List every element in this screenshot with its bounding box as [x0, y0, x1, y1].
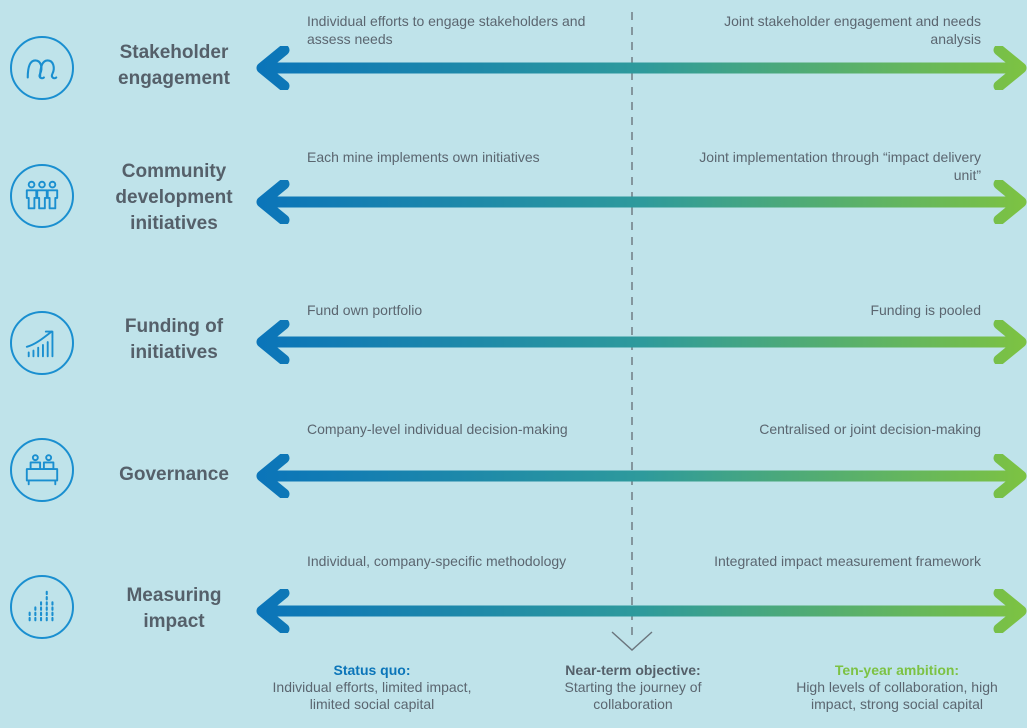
status-quo-description: Individual efforts to engage stakeholder…: [307, 13, 586, 47]
status-quo-description: Fund own portfolio: [307, 302, 423, 318]
community-icon: [10, 164, 74, 228]
row-title: Funding of initiatives: [124, 316, 224, 363]
ten-year-text: High levels of collaboration, high impac…: [796, 679, 998, 712]
near-term-label: Near-term objective: Starting the journe…: [538, 662, 728, 713]
row-title: Governance: [119, 464, 229, 485]
growth-chart-icon: [10, 311, 74, 375]
double-arrow: [256, 46, 1027, 90]
status-quo-text: Individual efforts, limited impact, limi…: [272, 679, 472, 712]
row-funding: Funding of initiatives Fund own portfoli…: [0, 277, 1027, 407]
near-term-heading: Near-term objective:: [565, 662, 701, 678]
row-title: Community development initiatives: [115, 161, 233, 234]
near-term-text: Starting the journey of collaboration: [564, 679, 702, 712]
status-quo-description: Individual, company-specific methodology: [307, 553, 567, 569]
measurement-bars-icon: [10, 575, 74, 639]
meeting-table-icon: [10, 438, 74, 502]
double-arrow: [256, 320, 1027, 364]
status-quo-label: Status quo: Individual efforts, limited …: [262, 662, 482, 713]
status-quo-description: Each mine implements own initiatives: [307, 149, 540, 165]
ten-year-label: Ten-year ambition: High levels of collab…: [776, 662, 1018, 713]
row-measuring-impact: Measuring impact Individual, company-spe…: [0, 552, 1027, 682]
ambition-description: Integrated impact measurement framework: [714, 553, 981, 569]
ambition-description: Centralised or joint decision-making: [759, 421, 981, 437]
ambition-description: Joint stakeholder engagement and needs a…: [724, 13, 981, 47]
ambition-description: Joint implementation through “impact del…: [699, 149, 981, 183]
double-arrow: [256, 180, 1027, 224]
status-quo-heading: Status quo:: [333, 662, 411, 678]
row-governance: Governance Company-level individual deci…: [0, 413, 1027, 543]
row-community-development: Community development initiatives Each m…: [0, 138, 1027, 268]
ten-year-heading: Ten-year ambition:: [834, 662, 960, 678]
row-title: Measuring impact: [126, 585, 222, 632]
ambition-description: Funding is pooled: [870, 302, 981, 318]
double-arrow: [256, 589, 1027, 633]
status-quo-description: Company-level individual decision-making: [307, 421, 568, 437]
people-icon: [10, 36, 74, 100]
double-arrow: [256, 454, 1027, 498]
row-title: Stakeholder engagement: [118, 42, 230, 89]
row-stakeholder-engagement: Stakeholder engagement Individual effort…: [0, 0, 1027, 130]
